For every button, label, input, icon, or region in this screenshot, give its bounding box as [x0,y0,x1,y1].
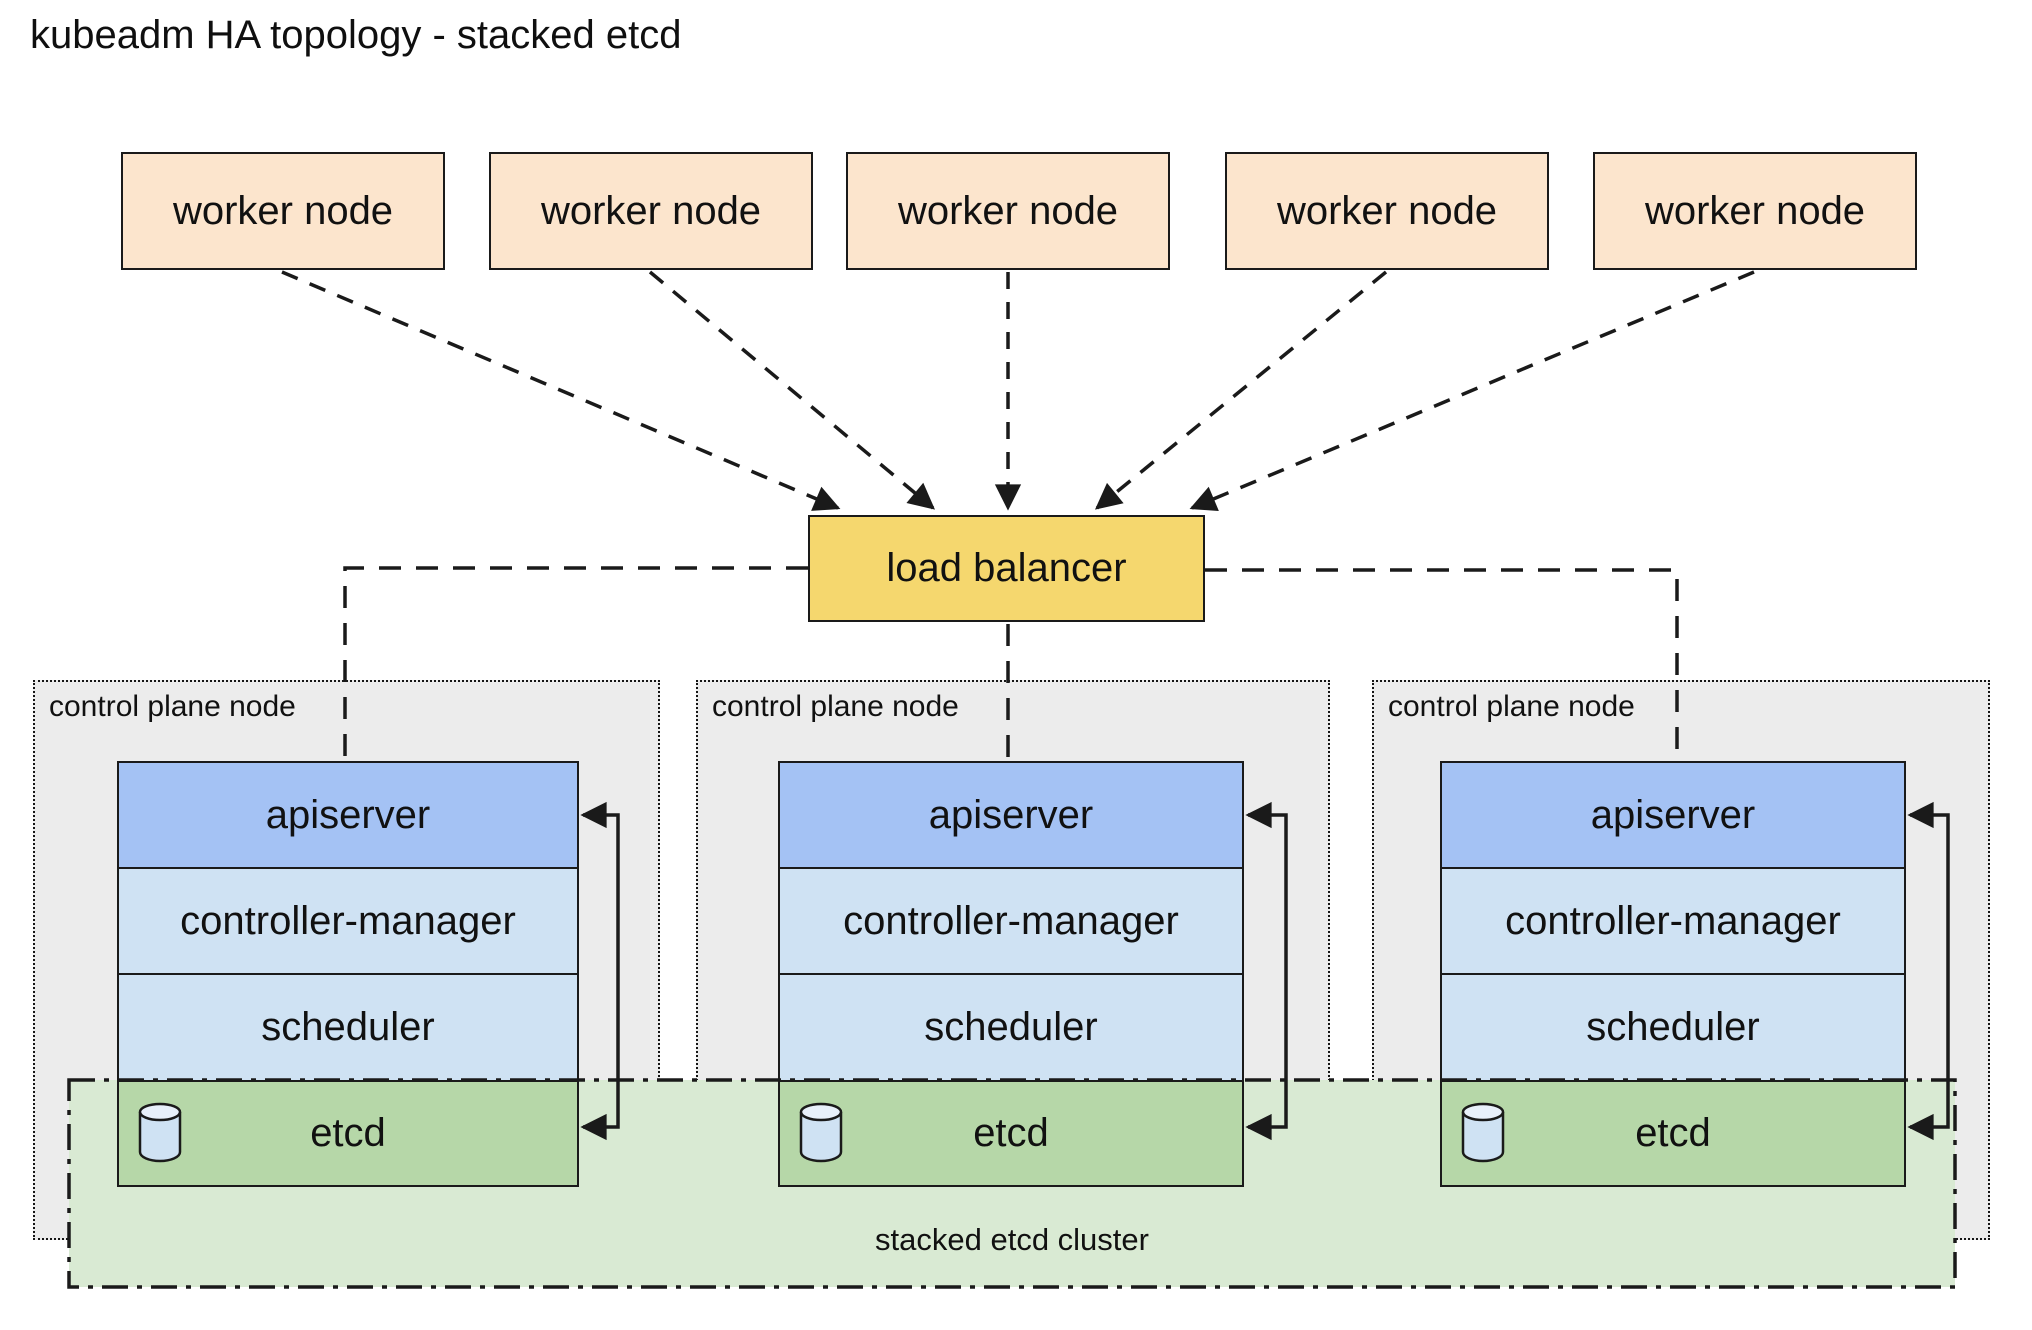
worker-node-box-3: worker node [846,152,1170,270]
worker-node-box-2: worker node [489,152,813,270]
scheduler-box-1: scheduler [117,974,579,1081]
scheduler-label: scheduler [924,1005,1098,1049]
etcd-label: etcd [1635,1111,1711,1155]
etcd-box-1: etcd [117,1081,579,1187]
worker-node-box-4: worker node [1225,152,1549,270]
diagram-title: kubeadm HA topology - stacked etcd [30,13,682,57]
worker-node-label: worker node [172,188,394,233]
etcd-box-2: etcd [778,1081,1244,1187]
worker-node-box-1: worker node [121,152,445,270]
worker-node-label: worker node [897,188,1119,233]
worker-node-box-5: worker node [1593,152,1917,270]
apiserver-label: apiserver [265,792,431,837]
scheduler-box-3: scheduler [1440,974,1906,1081]
worker5-to-lb-arrow [1189,270,1755,511]
controller-manager-label: controller-manager [843,898,1179,943]
control-plane-node-label: control plane node [49,690,296,723]
etcd-box-3: etcd [1440,1081,1906,1187]
etcd-label: etcd [973,1111,1049,1155]
controller-manager-label: controller-manager [1505,898,1841,943]
load-balancer-box: load balancer [808,515,1205,622]
worker-node-label: worker node [1644,188,1866,233]
worker1-to-lb-arrow [281,270,841,511]
controller-manager-box-3: controller-manager [1440,868,1906,974]
scheduler-box-2: scheduler [778,974,1244,1081]
stacked-etcd-cluster-label: stacked etcd cluster [875,1222,1149,1257]
scheduler-label: scheduler [261,1005,435,1049]
apiserver-label: apiserver [928,792,1094,837]
apiserver-label: apiserver [1590,792,1756,837]
controller-manager-box-1: controller-manager [117,868,579,974]
controller-manager-label: controller-manager [180,898,516,943]
etcd-label: etcd [310,1111,386,1155]
control-plane-node-label: control plane node [1388,690,1635,723]
control-plane-node-label: control plane node [712,690,959,723]
worker2-to-lb-arrow [648,270,936,510]
worker-node-label: worker node [1276,188,1498,233]
controller-manager-box-2: controller-manager [778,868,1244,974]
apiserver-box-3: apiserver [1440,761,1906,868]
apiserver-box-2: apiserver [778,761,1244,868]
scheduler-label: scheduler [1586,1005,1760,1049]
apiserver-box-1: apiserver [117,761,579,868]
worker4-to-lb-arrow [1094,270,1388,510]
load-balancer-label: load balancer [886,546,1127,590]
worker-node-label: worker node [540,188,762,233]
